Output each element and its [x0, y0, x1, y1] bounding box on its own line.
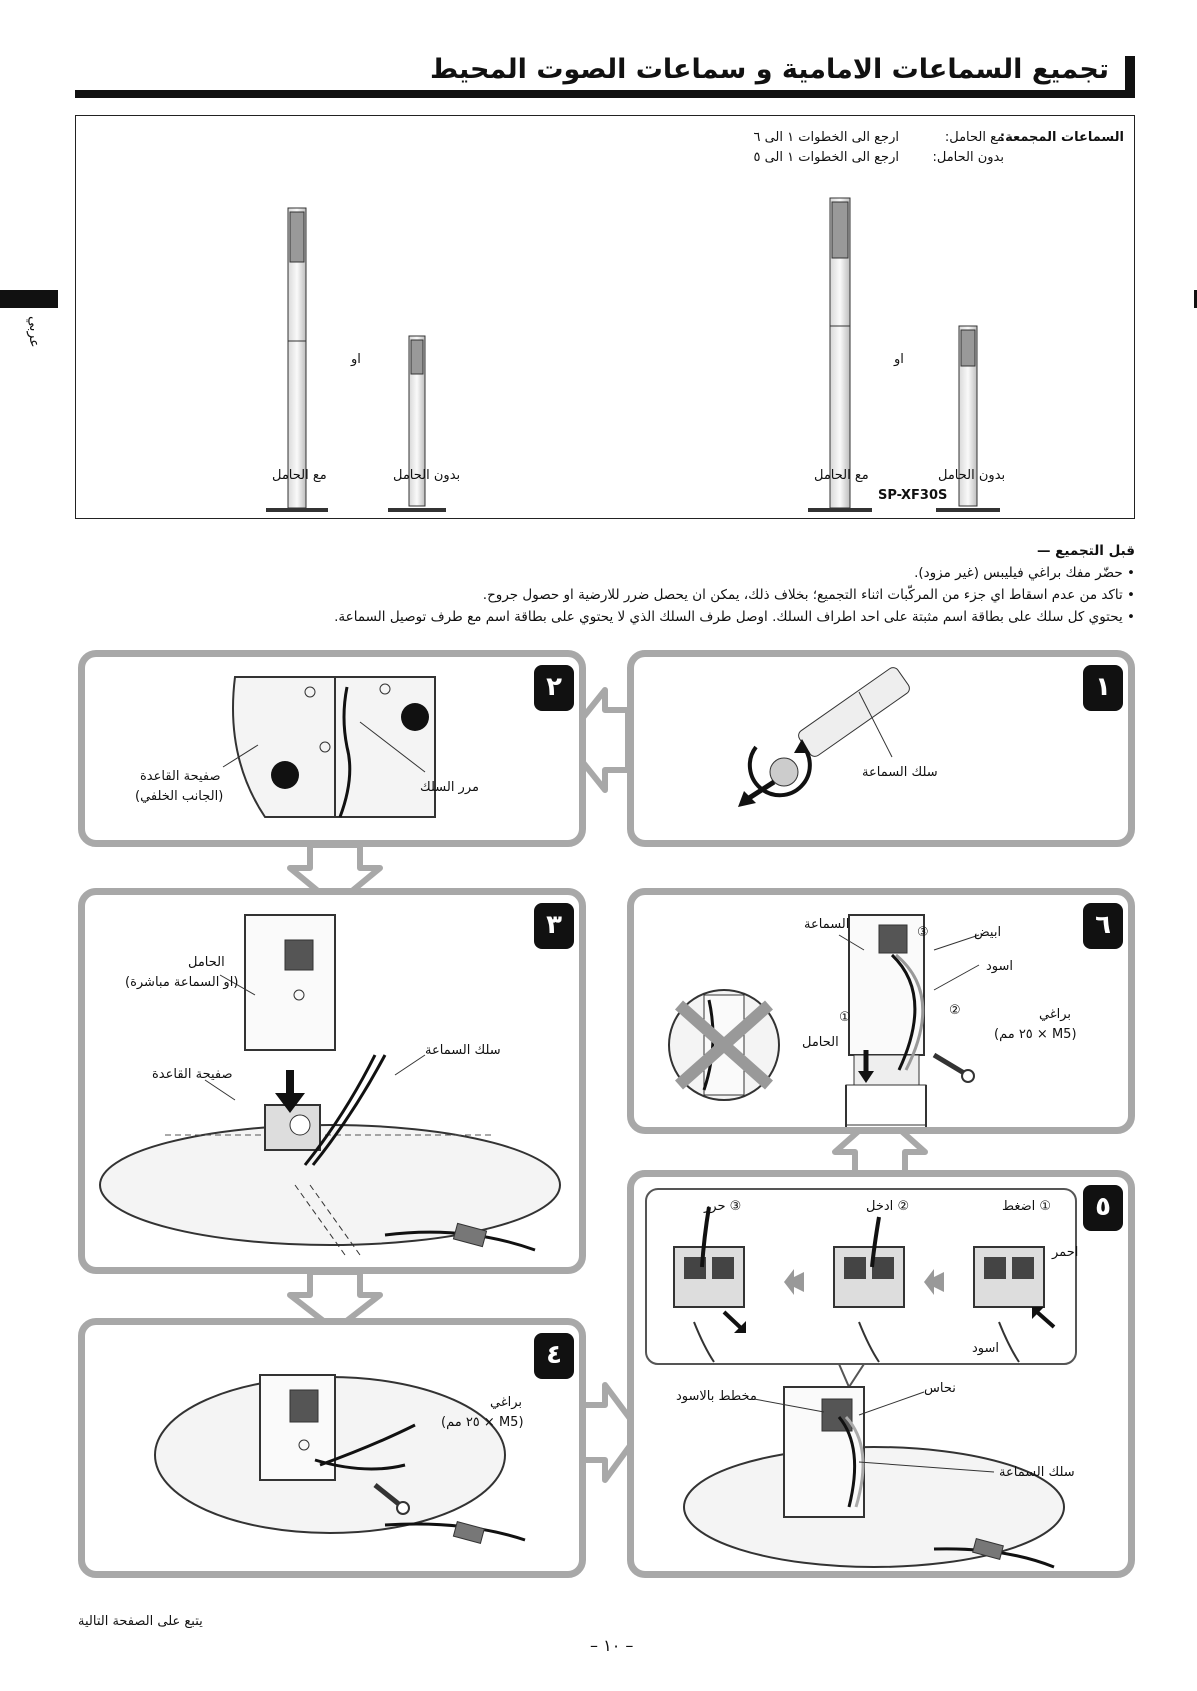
speaker-models-illustration [266, 197, 1000, 512]
step-5-panel: ٥ ① ا [627, 1170, 1135, 1578]
screw-size-label: (M5 × ٢٥ مم) [441, 1415, 524, 1430]
short-speaker-without-stand-left [388, 335, 446, 512]
title-end-block [1125, 56, 1135, 96]
or-text-right: او [894, 352, 904, 367]
or-speaker-directly-label: (او السماعة مباشرة) [125, 975, 239, 990]
page-title: تجميع السماعات الامامية و سماعات الصوت ا… [430, 54, 1109, 85]
short-speaker-without-stand-right [936, 325, 1000, 512]
copper-label: نحاس [924, 1381, 956, 1396]
before-assembly-notes: قبل التجميع — • حضّر مفك براغي فيليبس (غ… [60, 540, 1135, 628]
title-underline [75, 90, 1135, 98]
edge-mark [1194, 290, 1197, 308]
speaker-label: السماعة [804, 917, 850, 932]
stand-label: الحامل [188, 955, 225, 970]
circled-one: ① [1039, 1199, 1052, 1214]
screws-label: براغي [1039, 1007, 1072, 1022]
release-label: ③ حرر [704, 1199, 742, 1214]
step-6-number: ٦ [1083, 903, 1123, 949]
caption-with-stand-right: مع الحامل [814, 468, 869, 483]
note-item: • تاكد من عدم اسقاط اي جزء من المركّبات … [482, 587, 1135, 603]
base-plate-label: صفيحة القاعدة [152, 1067, 233, 1082]
base-plate-label: صفيحة القاعدة [140, 769, 221, 784]
circled-two: ② [897, 1199, 910, 1214]
circled-two: ② [949, 1003, 961, 1018]
black-label: اسود [986, 959, 1014, 974]
back-side-label: (الجانب الخلفي) [135, 789, 224, 804]
caption-with-stand-left: مع الحامل [272, 468, 327, 483]
speaker-cord-label: سلك السماعة [862, 765, 938, 780]
model-name: SP-XF30S [878, 488, 948, 503]
step-1-panel: ١ سلك السماعة [627, 650, 1135, 847]
step-3-number: ٣ [534, 903, 574, 949]
language-label: عربي [26, 316, 42, 348]
step-3-illustration [99, 914, 561, 1256]
press-label: ① اضغط [1002, 1199, 1052, 1214]
screw-size-label: (M5 × ٢٥ مم) [994, 1027, 1077, 1042]
step-6-illustration [668, 914, 980, 1127]
or-text-left: او [351, 352, 361, 367]
white-label: ابيض [974, 925, 1002, 940]
language-tab [0, 290, 58, 308]
insert-label: ② ادخل [866, 1199, 910, 1214]
assembled-speakers-box: السماعات المجمعة: مع الحامل: ارجع الى ال… [75, 115, 1135, 519]
with-stand-instruction: ارجع الى الخطوات ١ الى ٦ [753, 130, 899, 145]
red-label: احمر [1052, 1245, 1079, 1260]
without-stand-label: بدون الحامل: [932, 150, 1004, 165]
stand-label: الحامل [802, 1035, 839, 1050]
step-5-illustration [645, 1188, 1077, 1569]
note-item: • يحتوي كل سلك على بطاقة اسم مثبتة على ا… [334, 609, 1135, 625]
circled-one: ① [839, 1010, 851, 1025]
with-stand-label: مع الحامل: [944, 130, 1004, 145]
step-4-illustration [154, 1374, 526, 1544]
continued-next-page: يتبع على الصفحة التالية [78, 1614, 203, 1629]
circled-three: ③ [917, 925, 929, 940]
step-2-number: ٢ [534, 665, 574, 711]
step-4-number: ٤ [534, 1333, 574, 1379]
step-3-panel: ٣ الحامل (او السماعة مباشرة) سلك السماعة… [78, 888, 586, 1274]
speaker-cord-label: سلك السماعة [425, 1043, 501, 1058]
screws-label: براغي [490, 1395, 523, 1410]
speaker-cord-label: سلك السماعة [999, 1465, 1075, 1480]
step-5-number: ٥ [1083, 1185, 1123, 1231]
step-1-illustration [738, 667, 910, 807]
tall-speaker-with-stand-left [266, 207, 328, 512]
circled-three: ③ [729, 1199, 742, 1214]
caption-without-stand-left: بدون الحامل [393, 468, 461, 483]
without-stand-instruction: ارجع الى الخطوات ١ الى ٥ [753, 150, 899, 165]
note-item: • حضّر مفك براغي فيليبس (غير مزود). [914, 565, 1135, 581]
step-1-number: ١ [1083, 665, 1123, 711]
black-striped-label: مخطط بالاسود [676, 1389, 757, 1404]
tall-speaker-with-stand-right [808, 197, 872, 512]
step-4-panel: ٤ براغي (M5 × ٢٥ مم) [78, 1318, 586, 1578]
step-2-panel: ٢ صفيحة القاعدة (الجانب الخلفي) مرر السل… [78, 650, 586, 847]
page-number: – ١٠ – [590, 1636, 634, 1655]
step-2-illustration [222, 676, 436, 818]
assembled-label: السماعات المجمعة: [999, 130, 1124, 145]
page-header: تجميع السماعات الامامية و سماعات الصوت ا… [75, 52, 1135, 98]
black-label: اسود [972, 1341, 1000, 1356]
caption-without-stand-right: بدون الحامل [938, 468, 1006, 483]
pass-cord-label: مرر السلك [420, 780, 479, 795]
before-assembly-heading: قبل التجميع — [1036, 543, 1135, 559]
step-6-panel: ٦ السماعة ③ ابيض اسود ② براغي (M5 × ٢٥ م… [627, 888, 1135, 1134]
